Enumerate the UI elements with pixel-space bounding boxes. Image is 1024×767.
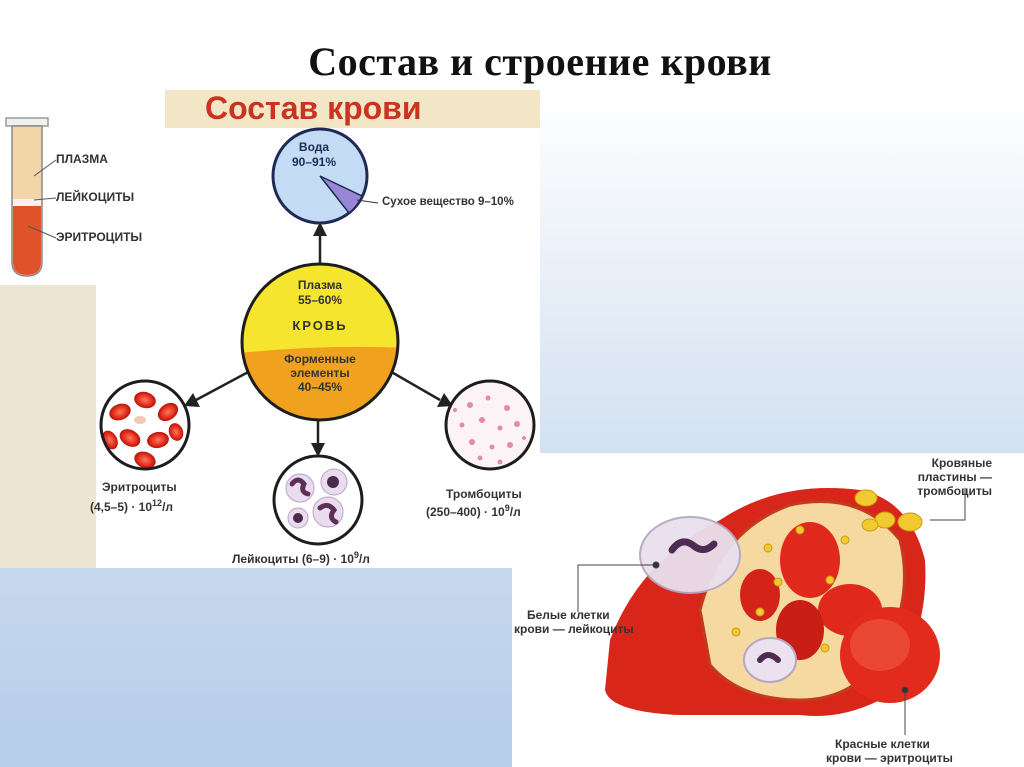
thrombocytes-value: (250–400) · 109/л: [426, 503, 521, 519]
leukocyte-circle: [272, 454, 364, 546]
formed-value: 40–45%: [297, 380, 343, 394]
water-pie: [271, 127, 379, 225]
leukocytes-exp: 9: [353, 550, 359, 560]
erythrocytes-value: (4,5–5) · 1012/л: [90, 498, 173, 514]
plasma-value: 55–60%: [297, 293, 343, 307]
thrombocytes-unit: /л: [509, 505, 521, 519]
tube-label-leukocytes: ЛЕЙКОЦИТЫ: [56, 190, 135, 204]
red-cells-label-1: Красные клетки: [835, 737, 930, 751]
platelets-label-2: пластины —: [917, 470, 992, 484]
composition-heading-bar: [165, 90, 540, 128]
erythrocytes-value-base: (4,5–5) · 10: [90, 500, 153, 514]
leukocytes-label-base: Лейкоциты (6–9) · 10: [232, 552, 354, 566]
thrombocytes-label: Тромбоциты: [446, 487, 522, 501]
vessel-illustration: [577, 488, 966, 735]
leukocytes-unit: /л: [358, 552, 370, 566]
erythrocytes-unit: /л: [162, 500, 174, 514]
white-cells-label-2: крови — лейкоциты: [514, 622, 634, 636]
formed-label-1: Форменные: [284, 352, 356, 366]
erythrocytes-label: Эритроциты: [102, 480, 177, 494]
composition-panel-side: [0, 285, 96, 568]
platelets-label-3: тромбоциты: [917, 484, 992, 498]
slide-title: Состав и строение крови: [308, 39, 772, 84]
plasma-label: Плазма: [297, 278, 343, 292]
white-cells-label-1: Белые клетки: [527, 608, 610, 622]
dry-matter-label: Сухое вещество 9–10%: [382, 196, 514, 208]
red-cells-label-2: крови — эритроциты: [826, 751, 953, 765]
leukocytes-label: Лейкоциты (6–9) · 109/л: [232, 550, 370, 566]
test-tube: [5, 117, 57, 277]
platelets-label-1: Кровяные: [931, 456, 992, 470]
erythrocytes-exp: 12: [152, 498, 163, 508]
tube-label-erythrocytes: ЭРИТРОЦИТЫ: [56, 230, 143, 244]
thrombocytes-exp: 9: [504, 503, 510, 513]
erythrocyte-circle: [99, 379, 191, 471]
arrows: [184, 222, 453, 457]
composition-heading: Состав крови: [205, 90, 422, 126]
formed-label-2: элементы: [290, 366, 350, 380]
water-label: Вода: [298, 140, 330, 154]
blood-label: КРОВЬ: [292, 318, 348, 333]
water-value: 90–91%: [291, 155, 337, 169]
thrombocyte-circle: [444, 379, 536, 471]
thrombocytes-value-base: (250–400) · 10: [426, 505, 505, 519]
tube-label-plasma: ПЛАЗМА: [56, 152, 108, 166]
